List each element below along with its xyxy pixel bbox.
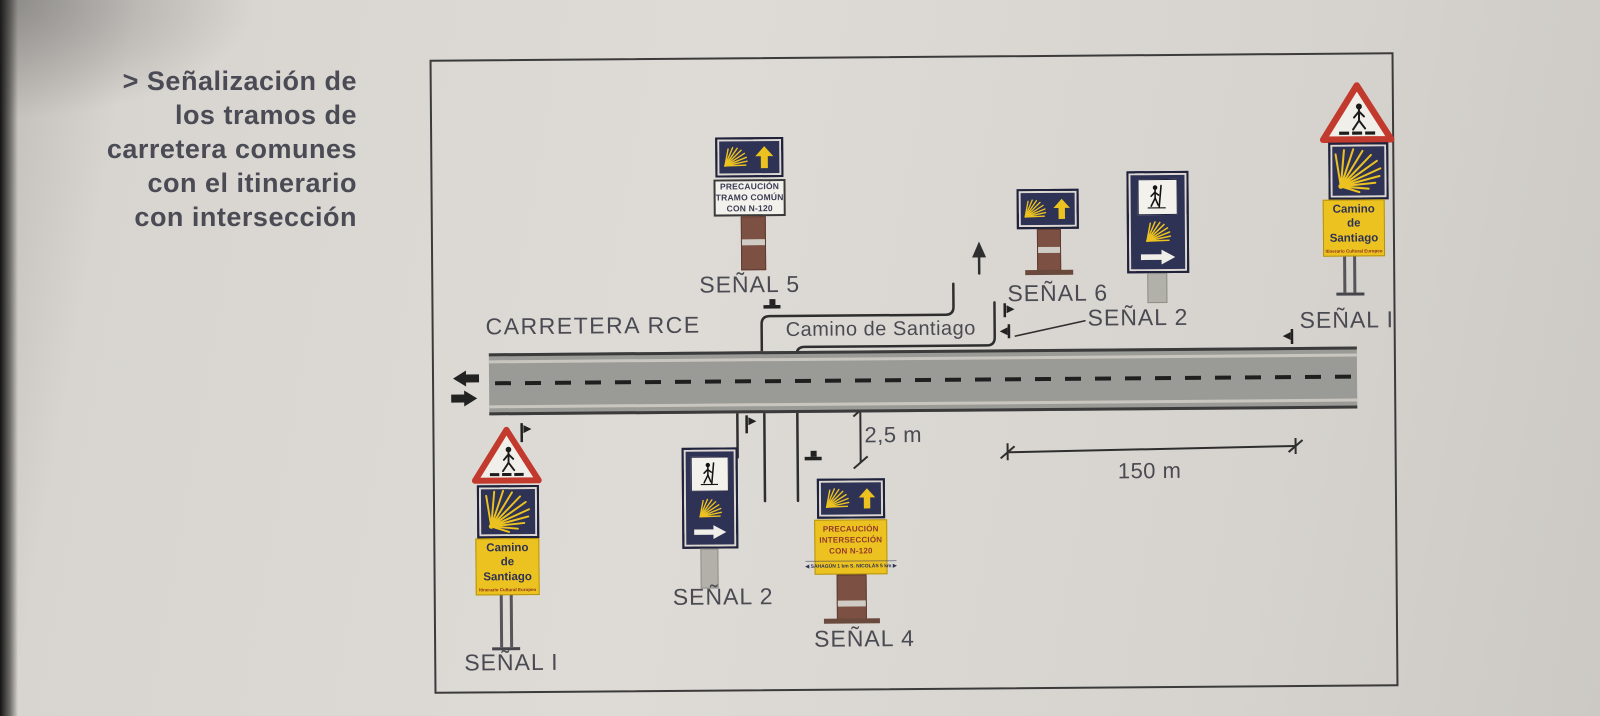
title-line: > Señalización de [122, 66, 357, 96]
senal2-bottom-position-marker [745, 415, 757, 434]
title-line: con el itinerario [147, 168, 357, 198]
senal6-base [1025, 269, 1074, 276]
senal6-label: SEÑAL 6 [1007, 279, 1109, 307]
senal1-right-position-marker [1282, 329, 1294, 345]
signage-diagram: CARRETERA RCE Camino de Santiago 2,5 m 1… [429, 52, 1399, 694]
title-line: carretera comunes [106, 134, 357, 164]
senal4-post [836, 574, 867, 621]
dim-separation-label: 150 m [1117, 457, 1182, 484]
senal1-right-label: SEÑAL I [1299, 306, 1395, 333]
senal1-left-text-panel: Camino de Santiago Itinerario Cultural E… [475, 537, 540, 596]
camino-path-upper-line [760, 282, 955, 355]
senal2-top-panel [1126, 170, 1190, 274]
senal4-position-marker [804, 450, 822, 461]
road-label: CARRETERA RCE [485, 311, 701, 340]
shell-icon [482, 488, 534, 534]
senal2-bottom-panel [681, 447, 739, 549]
senal5-blue-panel [715, 137, 784, 178]
senal1-left-shell-panel [476, 484, 540, 539]
pilgrim-icon [1137, 178, 1178, 216]
shell-icon [1023, 199, 1047, 219]
page-edge-shadow [0, 0, 18, 716]
senal5-text-panel: PRECAUCIÓN TRAMO COMÚN CON N-120 [713, 179, 786, 217]
camino-path-south-left [763, 408, 767, 503]
up-arrow-icon [856, 487, 878, 509]
road [488, 346, 1358, 416]
camino-path-south-right [796, 408, 800, 503]
road-center-dashed-line [495, 374, 1352, 385]
senal4-text-panel: PRECAUCIÓN INTERSECCIÓN CON N-120 ◀ SAHA… [805, 519, 897, 575]
senal6-post [1036, 228, 1062, 272]
shell-icon [722, 146, 748, 168]
north-arrow-icon [972, 241, 987, 258]
right-arrow-icon [1139, 249, 1177, 265]
pilgrim-icon [690, 456, 729, 492]
direction-left-arrow-icon [453, 370, 480, 387]
senal1-right-text-panel: Camino de Santiago Itinerario Cultural E… [1322, 199, 1386, 257]
senal5-label: SEÑAL 5 [699, 270, 801, 298]
camino-path-label: Camino de Santiago [785, 317, 976, 342]
pedestrian-crossing-icon [1318, 80, 1397, 145]
senal4-base [823, 618, 880, 624]
page-title: > Señalización de los tramos de carreter… [55, 64, 357, 234]
senal2-leader-line [1014, 319, 1086, 337]
right-arrow-icon [692, 525, 728, 540]
senal1-left-label: SEÑAL I [464, 648, 559, 676]
shell-icon [824, 488, 850, 510]
title-line: con intersección [134, 202, 357, 232]
direction-right-arrow-icon [451, 390, 478, 407]
shell-icon [696, 498, 724, 518]
up-arrow-icon [753, 145, 777, 169]
title-line: los tramos de [174, 100, 357, 130]
diagram-linework [451, 241, 1304, 503]
senal1-left-position-marker [520, 423, 532, 443]
senal5-post [740, 216, 767, 271]
senal4-label: SEÑAL 4 [813, 625, 915, 652]
senal4-blue-panel [816, 478, 886, 519]
senal2-top-post [1147, 273, 1168, 304]
senal6-position-marker [1003, 303, 1015, 318]
shell-icon [1332, 147, 1384, 195]
senal6-blue-panel [1016, 188, 1079, 230]
senal2-top-position-marker [999, 324, 1011, 339]
senal5-position-marker [763, 299, 781, 309]
dim-separation-line [1007, 445, 1296, 454]
senal2-bottom-label: SEÑAL 2 [672, 583, 774, 610]
shell-icon [1143, 221, 1173, 243]
dim-crossing-label: 2,5 m [864, 421, 923, 448]
up-arrow-icon [1051, 198, 1073, 220]
page-corner-shade [0, 0, 260, 120]
senal1-right-shell-panel [1328, 142, 1389, 200]
pedestrian-crossing-icon [470, 425, 542, 486]
senal2-top-label: SEÑAL 2 [1087, 303, 1189, 331]
